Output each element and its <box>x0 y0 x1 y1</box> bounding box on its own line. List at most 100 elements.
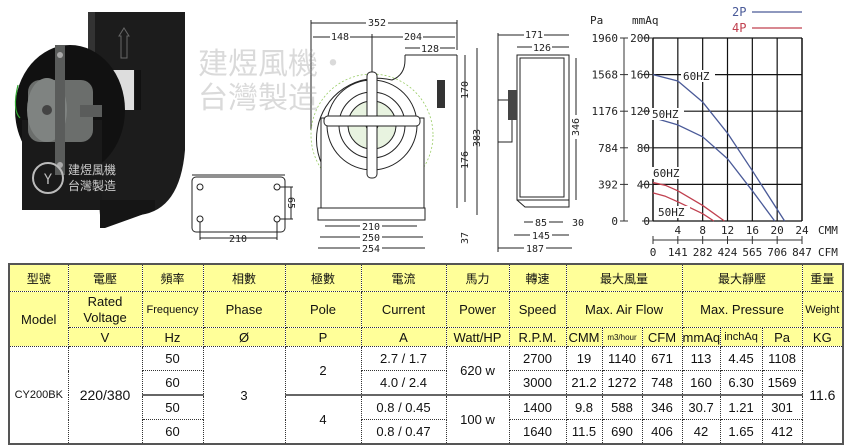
unit-inchaq: inchAq <box>719 327 763 347</box>
pole-cell: 2 <box>284 346 362 396</box>
curve-label: 60HZ <box>653 167 680 180</box>
dim-front-height: 383 <box>472 129 483 147</box>
dim-side-inner: 126 <box>533 43 551 54</box>
unit-phase: Ø <box>202 327 286 347</box>
th-zh-current: 電流 <box>360 263 447 292</box>
logo-text-line2: 台灣製造 <box>68 179 117 193</box>
cfm-cell: 671 <box>641 346 683 371</box>
weight-cell: 11.6 <box>801 346 844 445</box>
dim-front-width: 352 <box>368 18 386 29</box>
rpm-cell: 1640 <box>508 419 567 445</box>
legend-label-2P: 2P <box>732 5 746 19</box>
cfm-cell: 748 <box>641 370 683 396</box>
inchaq-cell: 6.30 <box>719 370 763 396</box>
unit-m3h: m3/hour <box>601 327 643 347</box>
mmaq-axis-label: mmAq <box>632 14 659 27</box>
pa-axis-label: Pa <box>590 14 603 27</box>
cmm-cell: 21.2 <box>565 370 603 396</box>
th-zh-model: 型號 <box>8 263 69 292</box>
legend-label-4P: 4P <box>732 21 746 35</box>
header-row-zh: 型號 電壓 頻率 相數 極數 電流 馬力 轉速 最大風量 最大靜壓 重量 <box>8 263 844 292</box>
header-row-units: V Hz Ø P A Watt/HP R.P.M. CMM m3/hour CF… <box>9 327 844 347</box>
cfm-tick-label: 706 <box>767 246 787 259</box>
inchaq-cell: 1.21 <box>719 394 763 420</box>
cfm-tick-label: 0 <box>650 246 657 259</box>
th-zh-phase: 相數 <box>202 263 286 292</box>
pa-cell: 1569 <box>761 370 803 396</box>
curve-label: 50HZ <box>652 108 679 121</box>
logo-text-line1: 建煜風機 <box>68 163 117 177</box>
dim-front-upper-h: 170 <box>460 81 471 99</box>
current-cell: 0.8 / 0.45 <box>360 394 447 420</box>
voltage-cell: 220/380 <box>67 346 143 445</box>
cfm-axis-label: CFM <box>818 246 838 259</box>
th-zh-frequency: 頻率 <box>141 263 204 292</box>
dim-front-left: 148 <box>331 32 349 43</box>
hz-cell: 60 <box>141 370 204 396</box>
dim-front-lower-h: 176 <box>460 151 471 169</box>
unit-hz: Hz <box>141 327 204 347</box>
dim-base-hole-x: 210 <box>229 234 247 245</box>
cfm-tick-label: 282 <box>693 246 713 259</box>
mmaq-cell: 42 <box>681 419 721 445</box>
dim-side-width: 171 <box>525 30 543 41</box>
table-row: CY200BK 220/380 50 3 2 2.7 / 1.7 620 w 2… <box>8 346 844 445</box>
mmaq-tick-label: 200 <box>630 32 650 45</box>
current-cell: 2.7 / 1.7 <box>360 346 447 371</box>
table-row: 60 0.8 / 0.47 1640 11.5 690 406 42 1.65 … <box>9 419 843 445</box>
curve-label: 50HZ <box>658 206 685 219</box>
cfm-tick-label: 847 <box>792 246 812 259</box>
curve-label-bg <box>651 167 685 179</box>
m3h-cell: 1272 <box>601 370 643 396</box>
unit-cfm: CFM <box>641 327 683 347</box>
th-zh-weight: 重量 <box>801 263 844 292</box>
dim-base-hole-y: 65 <box>285 197 296 209</box>
unit-kg: KG <box>801 327 844 347</box>
m3h-cell: 588 <box>601 394 643 420</box>
dim-side-foot: 85 <box>535 218 547 229</box>
phase-cell: 3 <box>202 346 286 445</box>
current-cell: 0.8 / 0.47 <box>360 419 447 445</box>
unit-watt: Watt/HP <box>445 327 510 347</box>
th-pressure: Max. Pressure <box>681 291 803 328</box>
blower-photo <box>14 12 185 228</box>
svg-text:Y: Y <box>44 172 53 188</box>
logo-watermark: 建煜風機 台灣製造 <box>68 162 116 194</box>
th-zh-power: 馬力 <box>445 263 510 292</box>
th-phase: Phase <box>202 291 286 328</box>
spec-table: 型號 電壓 頻率 相數 極數 電流 馬力 轉速 最大風量 最大靜壓 重量 Mod… <box>8 263 845 445</box>
inchaq-cell: 4.45 <box>719 346 763 371</box>
th-zh-voltage: 電壓 <box>67 263 143 292</box>
rpm-cell: 3000 <box>508 370 567 396</box>
dim-side-base: 145 <box>532 231 550 242</box>
rpm-cell: 2700 <box>508 346 567 371</box>
curve-label-bg <box>681 70 715 82</box>
th-pole: Pole <box>284 291 362 328</box>
th-zh-pole: 極數 <box>284 263 362 292</box>
pa-tick-label: 392 <box>598 178 618 191</box>
side-view-drawing: 171 126 85 30 145 187 346 <box>497 29 584 255</box>
dim-front-base-h: 37 <box>460 232 471 244</box>
dim-side-foot-edge: 30 <box>572 218 584 229</box>
mmaq-cell: 160 <box>681 370 721 396</box>
cmm-tick-label: 8 <box>699 224 706 237</box>
mmaq-cell: 30.7 <box>681 394 721 420</box>
power-cell: 100 w <box>445 394 510 445</box>
table-row: 60 4.0 / 2.4 3000 21.2 1272 748 160 6.30… <box>9 370 843 396</box>
th-airflow: Max. Air Flow <box>565 291 683 328</box>
hz-cell: 60 <box>141 419 204 445</box>
hz-cell: 50 <box>141 346 204 371</box>
unit-cmm: CMM <box>565 327 603 347</box>
pa-cell: 412 <box>761 419 803 445</box>
cmm-axis-label: CMM <box>818 224 838 237</box>
m3h-cell: 690 <box>601 419 643 445</box>
unit-pole: P <box>284 327 362 347</box>
watermark-logo-icon: Y <box>32 162 64 194</box>
th-model: Model <box>8 291 69 347</box>
th-weight: Weight <box>801 291 844 328</box>
cfm-tick-label: 424 <box>718 246 738 259</box>
curve-4p-50hz <box>652 192 715 222</box>
mmaq-tick-label: 160 <box>630 69 650 82</box>
